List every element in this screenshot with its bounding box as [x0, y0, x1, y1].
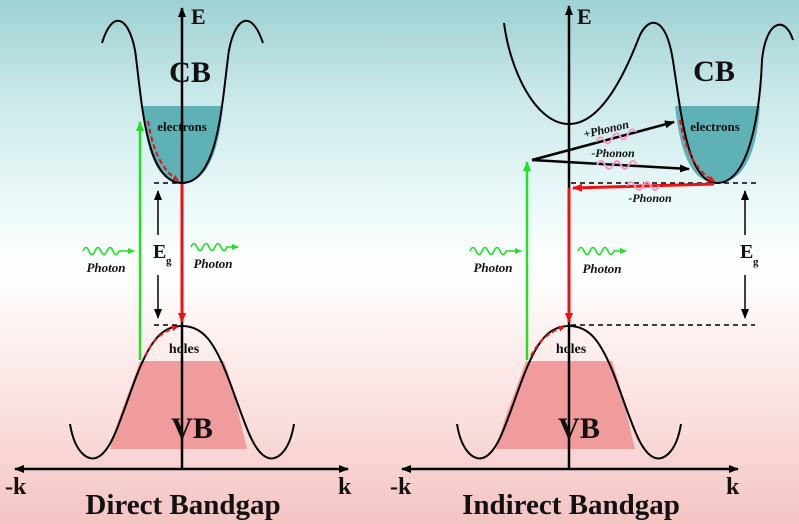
minus-phonon-label-2: -Phonon: [628, 191, 672, 205]
electron-relaxation-arrow: [147, 120, 179, 181]
hole-relaxation-arrow: [144, 325, 178, 357]
indirect-panel: E -k k Indirect Bandgap CB VB electrons …: [390, 4, 794, 521]
energy-axis-label: E: [191, 4, 206, 29]
eg-subscript: g: [166, 255, 172, 267]
outgoing-photon-wave: [190, 242, 239, 252]
direct-panel: E -k k Direct Bandgap CB VB electrons ho…: [5, 4, 352, 521]
conduction-band-curve: [503, 21, 794, 185]
outgoing-photon-label: Photon: [582, 261, 621, 276]
incoming-photon-wave: [469, 246, 522, 256]
eg-subscript: g: [753, 256, 759, 268]
hole-relaxation-arrow: [530, 325, 565, 357]
outgoing-photon-wave: [577, 246, 627, 256]
eg-label: E: [153, 241, 166, 263]
k-positive-label: k: [338, 474, 352, 500]
electrons-label: electrons: [690, 119, 740, 134]
plus-phonon-transition-arrow: [531, 120, 675, 162]
k-negative-label: -k: [5, 474, 27, 500]
eg-label: E: [740, 241, 753, 263]
k-positive-label: k: [726, 474, 740, 500]
k-negative-label: -k: [390, 474, 412, 500]
outgoing-photon-label: Photon: [193, 256, 232, 271]
direct-bandgap-title: Direct Bandgap: [85, 489, 280, 521]
indirect-bandgap-title: Indirect Bandgap: [462, 489, 680, 521]
minus-phonon-transition-arrow: [531, 158, 690, 173]
hole-fill: [110, 361, 247, 449]
holes-label: holes: [169, 342, 200, 357]
cb-label: CB: [693, 55, 735, 88]
plus-phonon-label: +Phonon: [582, 117, 630, 141]
incoming-photon-label: Photon: [473, 260, 512, 275]
energy-axis-label: E: [577, 4, 592, 29]
holes-label: holes: [556, 342, 587, 357]
incoming-photon-wave: [82, 246, 135, 256]
incoming-photon-label: Photon: [86, 260, 125, 275]
cb-label: CB: [169, 56, 211, 89]
vb-label: VB: [558, 412, 600, 445]
minus-phonon-label-1: -Phonon: [591, 146, 635, 160]
electron-relaxation-arrow: [679, 119, 715, 182]
electron-fill: [675, 106, 760, 183]
minus-phonon-wave-2: [626, 181, 660, 191]
electrons-label: electrons: [157, 119, 207, 134]
plus-phonon-wave: [595, 128, 637, 145]
vb-label: VB: [171, 412, 213, 445]
hole-fill: [496, 361, 635, 449]
minus-phonon-wave-1: [596, 160, 638, 170]
